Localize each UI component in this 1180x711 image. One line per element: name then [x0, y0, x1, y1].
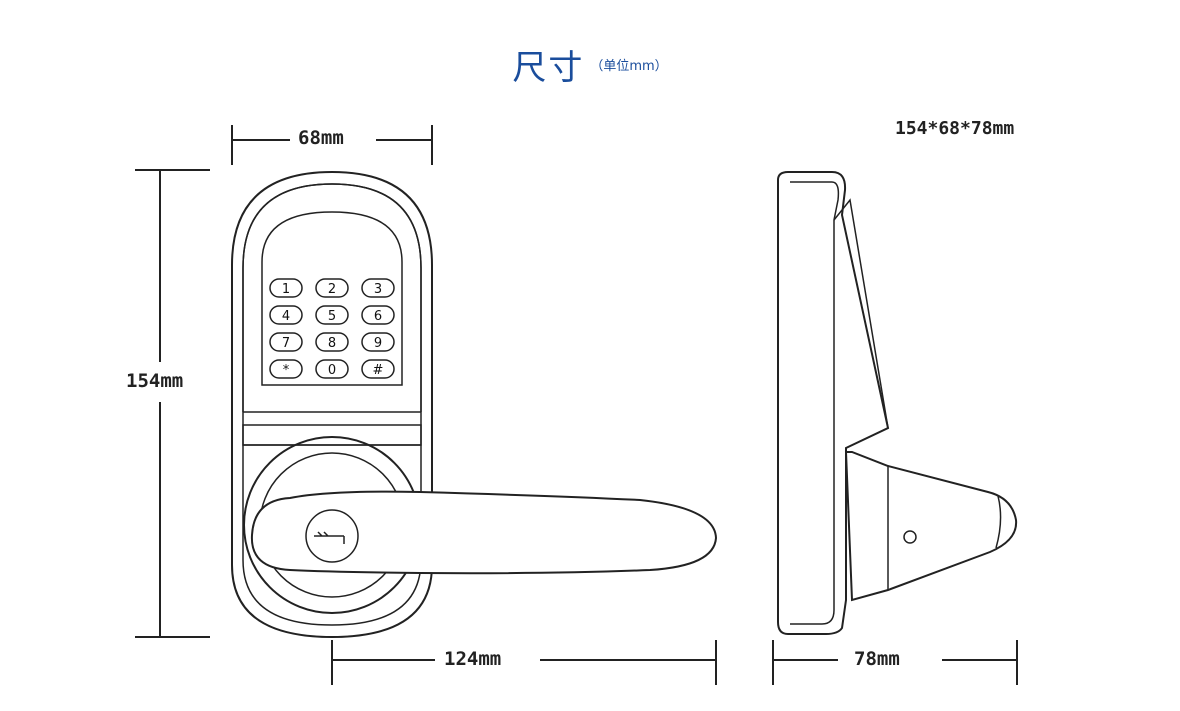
- svg-text:#: #: [373, 363, 384, 378]
- side-handle: [844, 451, 1018, 602]
- svg-text:4: 4: [282, 309, 290, 324]
- key-9: 9: [361, 332, 395, 352]
- display-strip: [242, 424, 422, 446]
- key-4: 4: [269, 305, 303, 325]
- overall-size-label: 154*68*78mm: [895, 118, 1015, 139]
- side-handle-tip-curve: [995, 495, 1002, 549]
- svg-text:1: 1: [282, 282, 290, 297]
- side-body-inner: [790, 181, 840, 625]
- svg-text:3: 3: [374, 282, 382, 297]
- keyhole-icon: [314, 531, 345, 544]
- keypad-frame: [242, 183, 422, 412]
- svg-text:9: 9: [374, 336, 382, 351]
- key-6: 6: [361, 305, 395, 325]
- key-2: 2: [315, 278, 349, 298]
- lock-body-outline: [231, 170, 433, 639]
- svg-text:6: 6: [374, 309, 382, 324]
- svg-text:2: 2: [328, 282, 336, 297]
- width-dimension-label: 68mm: [294, 127, 348, 149]
- keypad-panel: [261, 211, 403, 386]
- key-5: 5: [315, 305, 349, 325]
- svg-text:7: 7: [282, 336, 290, 351]
- height-dimension-label: 154mm: [122, 370, 188, 392]
- svg-text:0: 0: [328, 363, 336, 378]
- key-1: 1: [269, 278, 303, 298]
- key-8: 8: [315, 332, 349, 352]
- lever-handle: [250, 490, 718, 575]
- key-3: 3: [361, 278, 395, 298]
- title-unit-note: （单位mm）: [590, 59, 668, 74]
- keypad-keys: 1 2 3 4 5 6 7 8 9 * 0 #: [269, 278, 395, 379]
- depth-dimension-label: 78mm: [850, 648, 904, 670]
- svg-text:*: *: [283, 363, 290, 378]
- key-7: 7: [269, 332, 303, 352]
- svg-text:8: 8: [328, 336, 336, 351]
- key-hash: #: [361, 359, 395, 379]
- side-body-outline: [777, 171, 890, 635]
- diagram-title: 尺寸 （单位mm）: [0, 40, 1180, 89]
- handle-length-dimension-label: 124mm: [440, 648, 506, 670]
- title-main: 尺寸: [512, 48, 585, 88]
- key-0: 0: [315, 359, 349, 379]
- side-keyhole-icon: [903, 530, 917, 544]
- key-star: *: [269, 359, 303, 379]
- side-keypad-slope: [833, 198, 889, 429]
- svg-text:5: 5: [328, 309, 336, 324]
